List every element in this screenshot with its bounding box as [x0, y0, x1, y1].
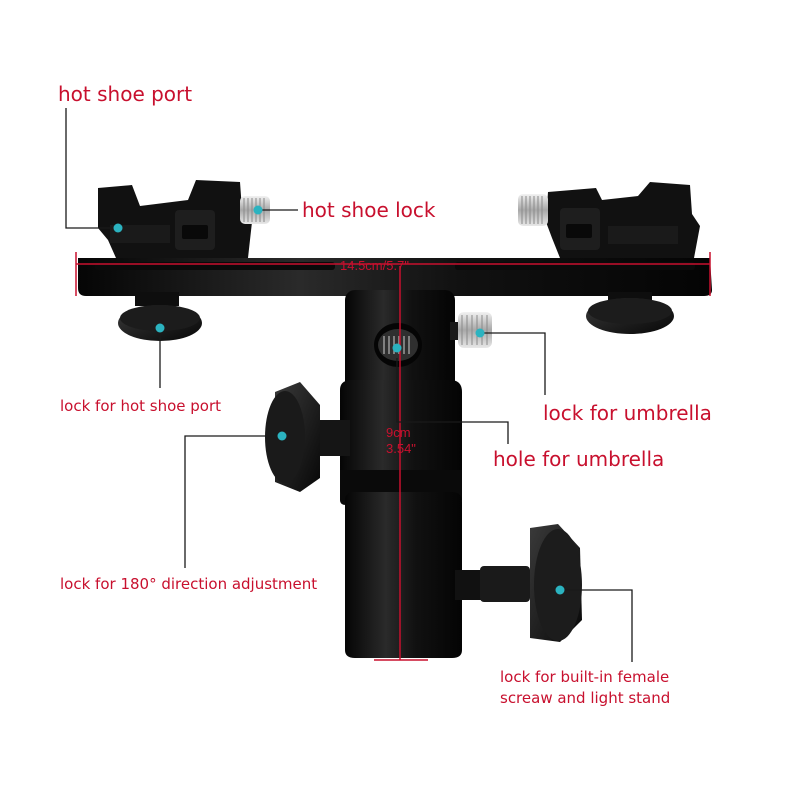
leader-umbrella-hole	[396, 358, 509, 444]
marker-stand-lock	[555, 585, 565, 595]
label-lock-for-umbrella: lock for umbrella	[543, 401, 712, 425]
label-hole-for-umbrella: hole for umbrella	[493, 447, 665, 471]
direction-adjustment-knob	[265, 382, 350, 492]
right-hot-shoe-knob	[586, 292, 674, 334]
umbrella-bracket	[78, 180, 712, 658]
width-dimension-label: 14.5cm/5.7"	[340, 258, 409, 273]
marker-180-knob	[277, 431, 287, 441]
leader-stand-lock	[560, 589, 633, 662]
left-hot-shoe-knob	[118, 292, 202, 341]
stand-mount-cylinder	[340, 470, 462, 658]
marker-hot-shoe-lock	[253, 205, 263, 215]
marker-hot-shoe-knob	[155, 323, 165, 333]
marker-umbrella-hole	[392, 343, 402, 353]
marker-umbrella-lock	[475, 328, 485, 338]
left-hot-shoe-port	[98, 180, 252, 258]
leader-umbrella-lock	[480, 332, 546, 395]
label-hot-shoe-lock: hot shoe lock	[302, 198, 436, 222]
right-hot-shoe-port	[546, 182, 700, 258]
label-lock-for-stand-line1: lock for built-in female	[500, 668, 670, 686]
height-dimension-in-label: 3.54"	[386, 441, 416, 456]
label-lock-for-hot-shoe-port: lock for hot shoe port	[60, 397, 222, 415]
label-hot-shoe-port: hot shoe port	[58, 82, 193, 106]
marker-hot-shoe-port	[113, 223, 123, 233]
label-lock-for-stand-line2: screaw and light stand	[500, 689, 671, 707]
marker-dots	[113, 205, 565, 595]
umbrella-lock-screw	[450, 312, 492, 348]
height-dimension-cm-label: 9cm	[386, 425, 411, 440]
label-lock-for-180-direction: lock for 180° direction adjustment	[60, 575, 318, 593]
stand-lock-knob	[455, 524, 582, 642]
width-dimension-line	[75, 252, 711, 296]
right-hot-shoe-lock-screw	[518, 194, 548, 226]
height-dimension-line	[374, 266, 428, 661]
leader-hot-shoe-port	[65, 108, 118, 229]
leader-lines	[65, 108, 633, 662]
leader-180-knob	[184, 435, 282, 568]
